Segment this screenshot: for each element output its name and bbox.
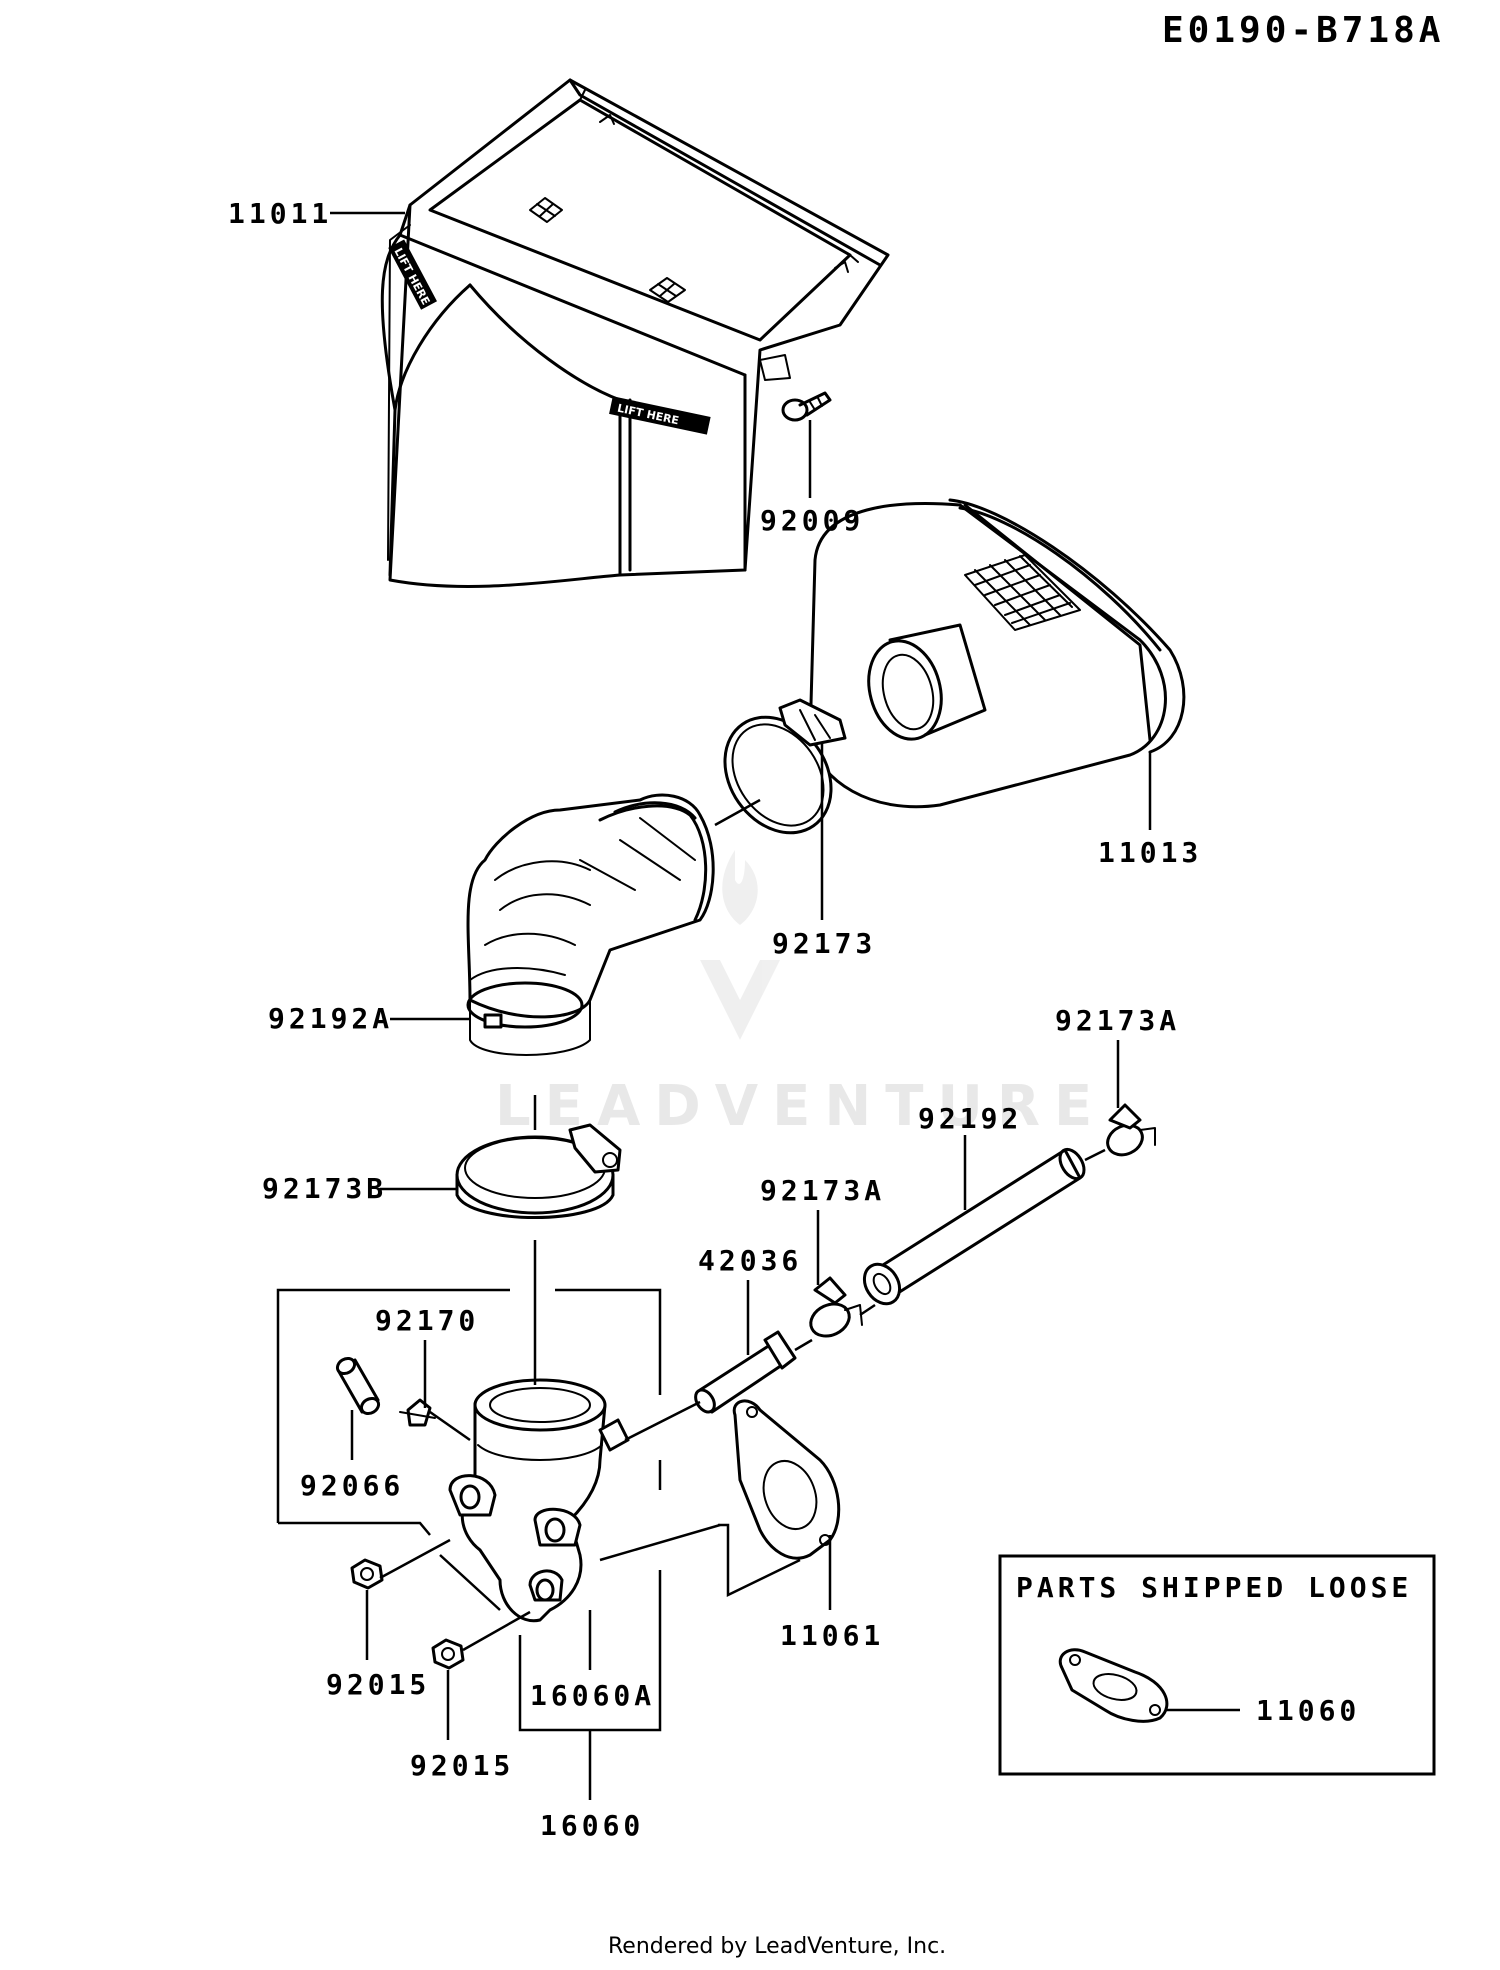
label-92192A[interactable]: 92192A (268, 1002, 393, 1035)
part-92192-straight-hose[interactable] (857, 1145, 1089, 1310)
label-92173[interactable]: 92173 (772, 927, 876, 960)
label-92173A-lower[interactable]: 92173A (760, 1174, 885, 1207)
part-92173-clamp[interactable] (703, 697, 853, 854)
part-11013-air-filter[interactable] (808, 498, 1186, 809)
part-92192A-elbow-hose[interactable] (466, 793, 715, 1056)
label-92192[interactable]: 92192 (918, 1102, 1022, 1135)
part-92015-nut-lower[interactable] (431, 1638, 465, 1670)
label-92173A-upper[interactable]: 92173A (1055, 1004, 1180, 1037)
label-16060A[interactable]: 16060A (530, 1679, 655, 1712)
label-92170[interactable]: 92170 (375, 1304, 479, 1337)
part-92173B-clamp[interactable] (455, 1123, 622, 1219)
part-11060-gasket[interactable] (1058, 1648, 1169, 1723)
label-11011[interactable]: 11011 (228, 197, 332, 230)
part-42036-fitting[interactable] (692, 1330, 797, 1415)
label-92015-lower[interactable]: 92015 (410, 1749, 514, 1782)
label-42036[interactable]: 42036 (698, 1244, 802, 1277)
label-11060[interactable]: 11060 (1256, 1694, 1360, 1727)
label-92009[interactable]: 92009 (760, 504, 864, 537)
part-16060A-intake-pipe[interactable] (448, 1378, 630, 1623)
label-11013[interactable]: 11013 (1098, 836, 1202, 869)
part-92173A-clamp-upper[interactable] (1103, 1103, 1156, 1160)
label-16060[interactable]: 16060 (540, 1809, 644, 1842)
label-11061[interactable]: 11061 (780, 1619, 884, 1652)
leader-lines (330, 211, 1240, 1800)
label-92173B[interactable]: 92173B (262, 1172, 387, 1205)
label-92015-upper[interactable]: 92015 (326, 1668, 430, 1701)
part-92066-cap[interactable] (335, 1355, 382, 1416)
part-92009-screw[interactable] (781, 391, 832, 422)
part-11061-gasket[interactable] (732, 1399, 841, 1560)
parts-shipped-loose-box: PARTS SHIPPED LOOSE 11060 (998, 1554, 1436, 1776)
part-11011-air-cleaner-cover[interactable]: LIFT HERE LIFT HERE (380, 78, 890, 588)
part-92015-nut-upper[interactable] (350, 1558, 384, 1590)
footer-credit: Rendered by LeadVenture, Inc. (608, 1934, 946, 1959)
assembly-lines (276, 798, 1106, 1732)
diagram-code: E0190-B718A (1162, 10, 1444, 51)
part-92173A-clamp-lower[interactable] (806, 1276, 863, 1342)
box-title: PARTS SHIPPED LOOSE (1016, 1571, 1412, 1604)
label-92066[interactable]: 92066 (300, 1469, 404, 1502)
filter-mesh (964, 554, 1081, 631)
